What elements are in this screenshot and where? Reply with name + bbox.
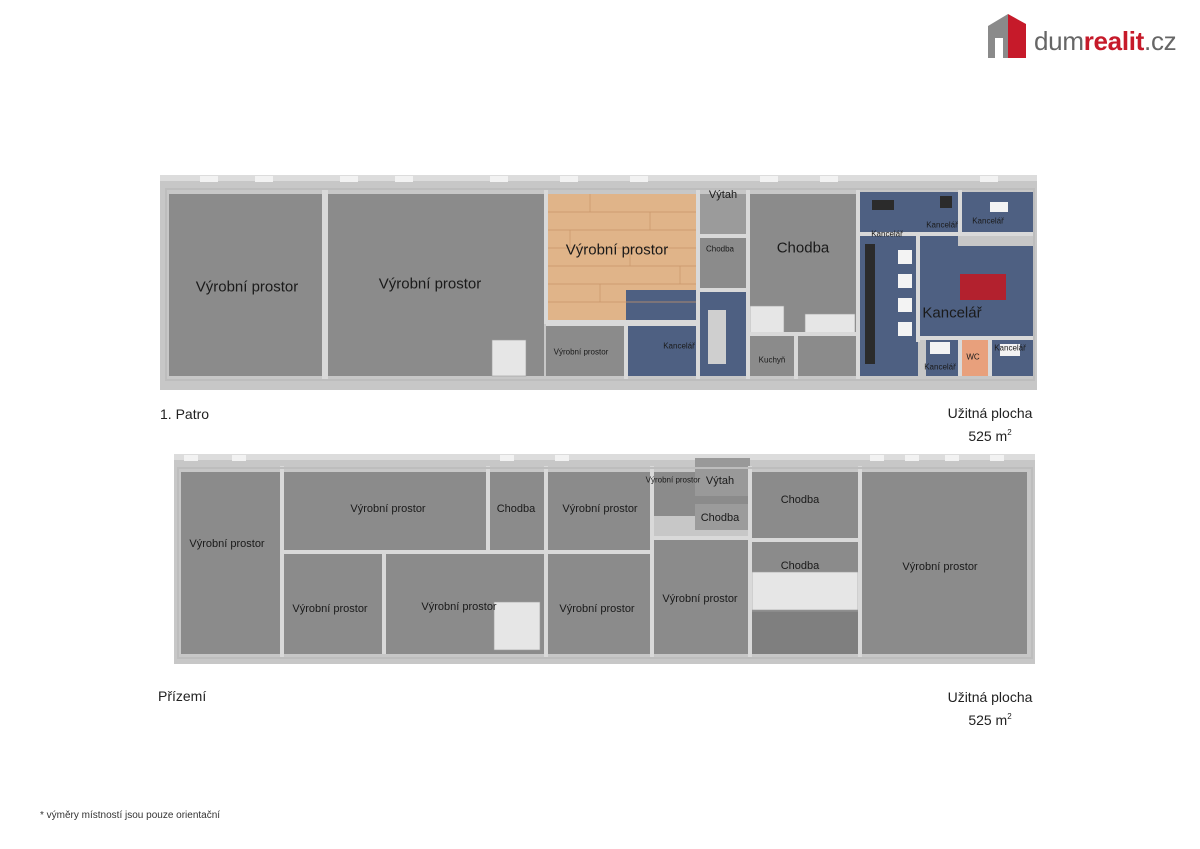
floor-name-upper: 1. Patro (160, 406, 210, 422)
room-label: Výrobní prostor (902, 561, 978, 573)
room-label: Výrobní prostor (562, 503, 638, 515)
room-label: Výtah (708, 189, 738, 201)
usable-area-upper: Užitná plocha 525 m2 (920, 404, 1060, 446)
room-label: Výrobní prostor (195, 278, 299, 296)
room-label: Chodba (700, 512, 740, 524)
room-label: Kuchyň (758, 355, 786, 365)
footnote: * výměry místností jsou pouze orientační (40, 810, 221, 821)
room-label: Výrobní prostor (553, 347, 609, 357)
room-label: Chodba (780, 494, 820, 506)
room-label: Chodba (776, 239, 830, 257)
area-value: 525 m2 (968, 428, 1012, 444)
dumrealit-logo[interactable]: dumrealit.cz (986, 12, 1186, 62)
room-label: Výrobní prostor (189, 538, 265, 550)
room-label: Výrobní prostor (559, 603, 635, 615)
room-label: Výrobní prostor (565, 241, 669, 259)
room-label: Kancelář (926, 220, 958, 230)
floor-name-ground: Přízemí (158, 688, 207, 704)
room-label: Chodba (780, 560, 820, 572)
room-label: Chodba (496, 503, 536, 515)
room-label: WC (966, 352, 980, 362)
room-label: Výrobní prostor (421, 601, 497, 613)
floor-plan-ground: Výrobní prostor Výrobní prostor Chodba V… (160, 452, 1040, 672)
room-label: Výrobní prostor (378, 275, 482, 293)
room-label: Výrobní prostor (645, 475, 701, 485)
room-label: Kancelář (663, 341, 695, 351)
room-label: Výrobní prostor (350, 503, 426, 515)
room-label: Kancelář (994, 343, 1026, 353)
area-label: Užitná plocha (947, 689, 1033, 705)
room-label: Chodba (705, 244, 735, 254)
room-label: Kancelář (922, 304, 982, 322)
usable-area-ground: Užitná plocha 525 m2 (920, 688, 1060, 730)
floor-plan-upper: Výrobní prostor Výrobní prostor Výrobní … (160, 172, 1040, 392)
area-value: 525 m2 (968, 712, 1012, 728)
room-label: Kancelář (972, 216, 1004, 226)
room-label: Kancelář (871, 229, 903, 239)
logo-text: dumrealit.cz (1034, 26, 1177, 56)
room-label: Výrobní prostor (292, 603, 368, 615)
room-label: Kancelář (924, 362, 956, 372)
room-label: Výtah (705, 475, 735, 487)
house-logo-icon (988, 14, 1026, 58)
area-label: Užitná plocha (947, 405, 1033, 421)
room-label: Výrobní prostor (662, 593, 738, 605)
